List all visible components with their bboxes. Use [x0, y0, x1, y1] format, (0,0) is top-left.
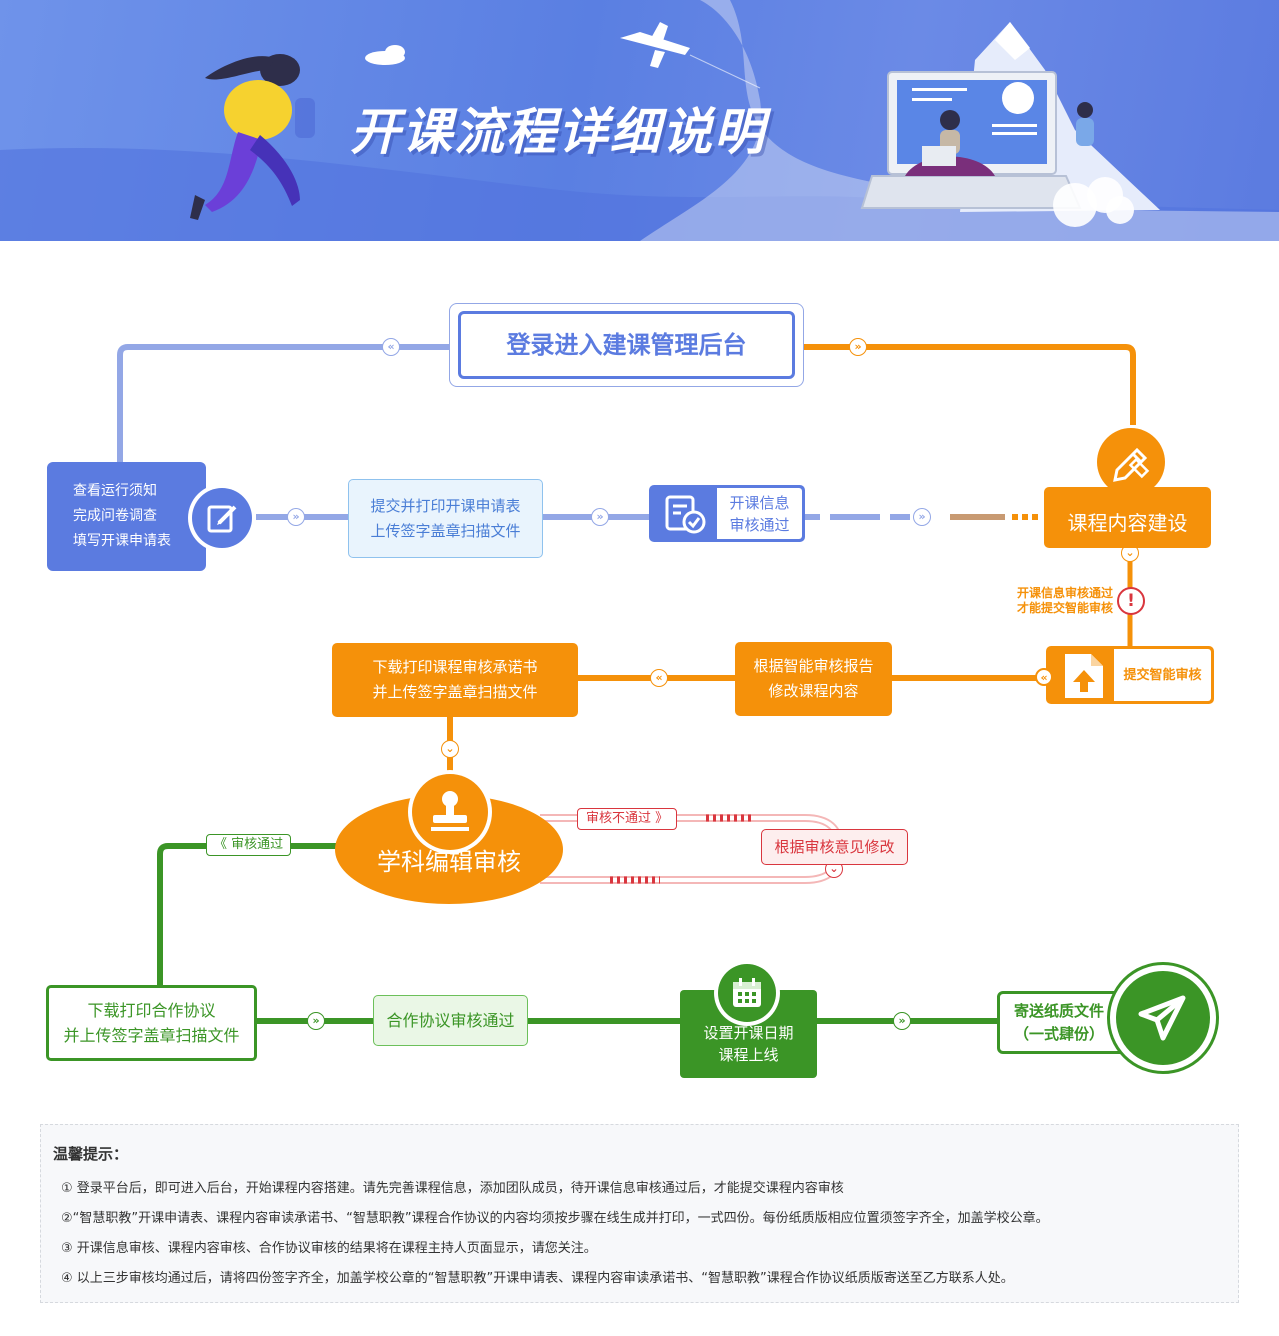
banner-title: 开课流程详细说明 — [350, 103, 766, 161]
login-step: 登录进入建课管理后台 — [458, 311, 795, 379]
submit-print-step: 提交并打印开课申请表 上传签字盖章扫描文件 — [348, 479, 543, 558]
submit-smart-step: « 提交智能审核 — [1035, 646, 1214, 704]
connector-forward-icon: » — [849, 338, 867, 356]
edit-icon — [192, 488, 252, 548]
connector-forward-icon: » — [913, 508, 931, 526]
submit-smart-label: 提交智能审核 — [1114, 649, 1211, 701]
course-info-pass-label: 开课信息 审核通过 — [717, 488, 802, 539]
download-commitment-line: 下载打印课程审核承诺书 — [372, 658, 538, 676]
review-pass-label: 《 审核通过 — [206, 834, 292, 856]
connector-back-icon: « — [650, 669, 668, 687]
warning-line: 开课信息审核通过 — [1016, 586, 1113, 600]
pencil-ruler-icon — [1097, 428, 1165, 496]
calendar-icon — [718, 964, 776, 1022]
submit-print-line: 提交并打印开课申请表 — [370, 496, 521, 515]
download-agreement-step: 下载打印合作协议 并上传签字盖章扫描文件 — [46, 985, 257, 1061]
stamp-icon-ring — [408, 770, 492, 854]
tip-item: ②“智慧职教”开课申请表、课程内容审读承诺书、“智慧职教”课程合作协议的内容均须… — [61, 1211, 1049, 1226]
agreement-pass-step: 合作协议审核通过 — [373, 995, 528, 1046]
send-icon-ring — [1107, 962, 1219, 1074]
tip-item: ④ 以上三步审核均通过后，请将四份签字齐全，加盖学校公章的“智慧职教”开课申请表… — [61, 1271, 1014, 1286]
content-build-step: 课程内容建设 — [1044, 487, 1211, 548]
send-paper-line: （一式肆份） — [1013, 1024, 1104, 1043]
review-pass-text: 审核通过 — [231, 837, 284, 852]
send-paper-line: 寄送纸质文件 — [1013, 1001, 1104, 1020]
tip-item: ③ 开课信息审核、课程内容审核、合作协议审核的结果将在课程主持人页面显示，请您关… — [61, 1241, 597, 1256]
modify-step: 根据智能审核报告 修改课程内容 — [735, 642, 892, 716]
connector-forward-icon: » — [893, 1012, 911, 1030]
connector-forward-icon: » — [287, 508, 305, 526]
doc-check-icon — [665, 495, 706, 534]
review-fail-text: 审核不通过 — [586, 811, 652, 826]
download-agreement-line: 下载打印合作协议 — [87, 1001, 216, 1020]
prep-line: 完成问卷调查 — [73, 508, 157, 524]
submit-print-line: 上传签字盖章扫描文件 — [370, 521, 521, 540]
connector-forward-icon: » — [307, 1012, 325, 1030]
upload-file-icon — [1065, 654, 1103, 698]
exclamation-icon: ! — [1117, 587, 1145, 615]
connector-forward-icon: » — [591, 508, 609, 526]
tips-title: 温馨提示： — [53, 1145, 129, 1163]
set-date-line: 设置开课日期 — [703, 1024, 794, 1042]
course-info-pass-line: 开课信息 — [729, 493, 790, 512]
download-agreement-line: 并上传签字盖章扫描文件 — [63, 1026, 240, 1045]
modify-line: 根据智能审核报告 — [753, 657, 874, 675]
header-banner: 开课流程详细说明 — [0, 0, 1279, 241]
course-info-pass-line: 审核通过 — [729, 515, 790, 534]
review-pass-arrow-icon: 《 — [214, 837, 228, 852]
set-date-line: 课程上线 — [718, 1046, 779, 1064]
login-step-outer: 登录进入建课管理后台 — [449, 303, 804, 387]
warning-text: 开课信息审核通过 才能提交智能审核 — [985, 586, 1113, 616]
edit-icon-ring — [188, 484, 256, 552]
review-fail-arrow-icon: 》 — [655, 811, 669, 826]
course-info-pass-step: 开课信息 审核通过 — [649, 485, 805, 542]
prep-line: 填写开课申请表 — [73, 533, 171, 549]
connector-down-icon: ⌄ — [441, 740, 459, 758]
connector-back-icon: « — [1035, 668, 1053, 686]
prep-line: 查看运行须知 — [73, 483, 157, 499]
prep-step: 查看运行须知 完成问卷调查 填写开课申请表 — [47, 462, 206, 571]
tips-panel: 温馨提示： ① 登录平台后，即可进入后台，开始课程内容搭建。请先完善课程信息，添… — [40, 1124, 1239, 1303]
pencil-icon-ring — [1094, 425, 1168, 499]
tip-item: ① 登录平台后，即可进入后台，开始课程内容搭建。请先完善课程信息，添加团队成员，… — [61, 1181, 844, 1196]
download-commitment-line: 并上传签字盖章扫描文件 — [372, 683, 538, 701]
review-fail-label: 审核不通过 》 — [577, 808, 678, 830]
modify-by-opinion-step: 根据审核意见修改 — [761, 829, 908, 865]
paper-plane-icon — [1116, 971, 1210, 1065]
stamp-icon — [412, 774, 488, 850]
connector-back-icon: « — [382, 338, 400, 356]
warning-line: 才能提交智能审核 — [1016, 601, 1113, 615]
banner-illustration — [0, 0, 1279, 241]
download-commitment-step: 下载打印课程审核承诺书 并上传签字盖章扫描文件 — [332, 643, 578, 717]
modify-line: 修改课程内容 — [768, 682, 859, 700]
calendar-icon-ring — [714, 960, 780, 1026]
